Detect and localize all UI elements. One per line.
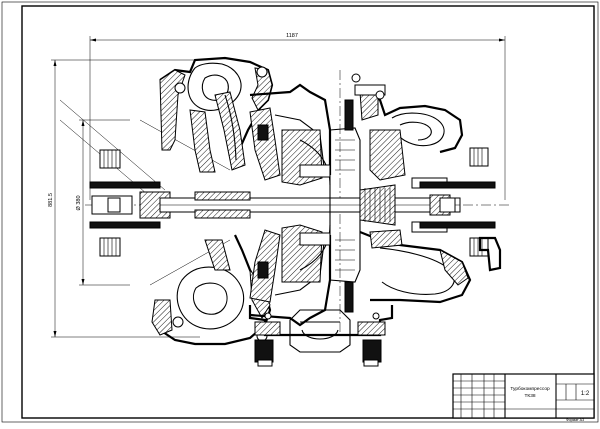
dimension-length-label: 1187 [286,33,298,39]
title-block: Турбокомпрессор ТК38 1:2 Формат А3 [452,373,595,422]
title-line-2: ТК38 [524,393,535,399]
compressor-housing-upper [351,73,464,181]
title-line-1: Турбокомпрессор [510,386,550,392]
compressor-housing-lower [359,229,472,304]
sheet-format-label: Формат А3 [566,418,584,422]
dimension-diameter-label: Ø 380 [76,196,82,211]
dimension-overall-height: 881.5 [48,59,200,338]
dimension-overall-length: 1187 [89,33,506,200]
turbine-wheel [249,107,326,303]
compressor-wheel [329,99,396,313]
scale-label: 1:2 [581,391,590,397]
oil-drain [248,305,394,367]
shaft [159,191,461,219]
bearing-housing [249,83,332,327]
inner-frame [21,5,595,419]
right-flange [411,147,502,272]
dimension-diameter: Ø 380 [76,119,130,286]
dimension-height-label: 881.5 [48,193,54,207]
